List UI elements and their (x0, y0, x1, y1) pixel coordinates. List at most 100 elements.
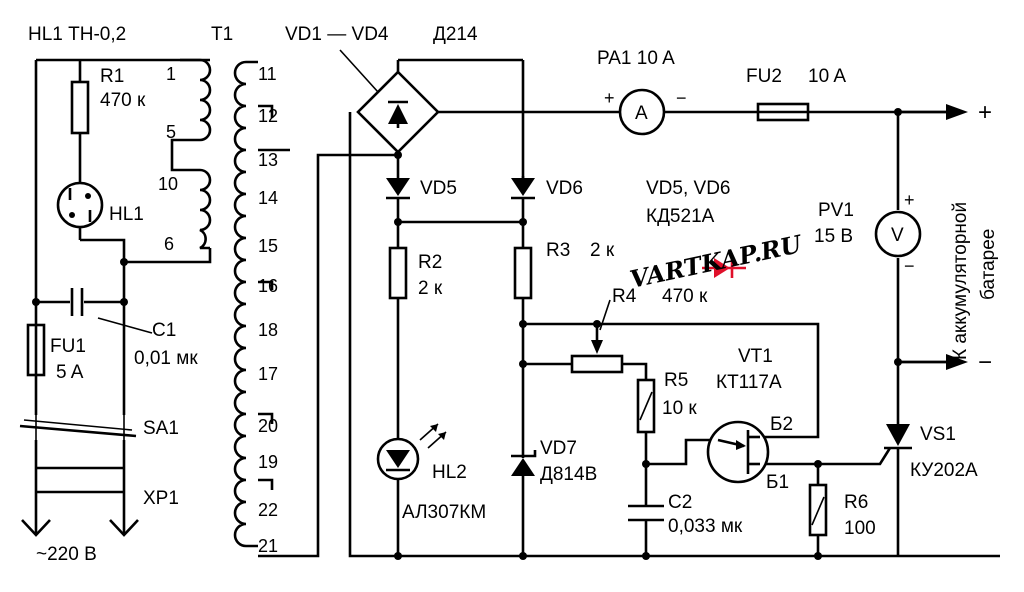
watermark-diode-icon (702, 258, 746, 278)
pv1-minus-sign: − (904, 256, 915, 276)
primary-pin-6: 6 (164, 234, 174, 254)
fu1-fuse (26, 323, 46, 377)
vt1-label: VT1 (738, 346, 773, 367)
r5-label: R5 (664, 370, 688, 391)
minus-terminal-label: − (978, 349, 992, 376)
r2-resistor (388, 246, 408, 300)
secondary-pin-19: 19 (258, 452, 278, 472)
hl1-label: HL1 (109, 204, 144, 225)
pv1-label: PV1 (818, 200, 854, 221)
secondary-pin-12: 12 (258, 106, 278, 126)
sa1-label: SA1 (143, 418, 179, 439)
c2-label: C2 (668, 492, 692, 513)
primary-wiring (34, 58, 212, 525)
hl2-label: HL2 (432, 462, 467, 483)
vd7-label: VD7 (540, 438, 577, 459)
r4-value-label: 470 к (662, 286, 708, 307)
hl1-neon-lamp-icon (56, 181, 104, 229)
battery-label-line2: батарее (978, 229, 999, 300)
sa1-switch (19, 415, 137, 440)
secondary-pin-16: 16 (258, 276, 278, 296)
pa1-label: PA1 10 A (597, 48, 675, 69)
vd6-label: VD6 (546, 178, 583, 199)
secondary-wiring (258, 58, 1000, 558)
vd7-type-label: Д814В (540, 464, 597, 485)
primary-pin-1: 1 (166, 64, 176, 84)
voltmeter-symbol: V (891, 225, 904, 246)
hl2-type-label: АЛ307КМ (402, 502, 486, 523)
b2-label: Б2 (770, 414, 793, 435)
output-arrow-plus-icon (898, 104, 968, 120)
ammeter-symbol: A (635, 103, 648, 124)
secondary-pin-13: 13 (258, 150, 278, 170)
r1-value-label: 470 к (100, 90, 146, 111)
r4-label: R4 (612, 286, 637, 307)
vd1-vd4-label: VD1 — VD4 (285, 24, 389, 45)
secondary-pin-20: 20 (258, 416, 278, 436)
mains-label: ~220 В (36, 544, 97, 565)
r1-resistor (70, 80, 90, 135)
vs1-type-label: КУ202А (910, 460, 978, 481)
vs1-thyristor-icon (884, 420, 912, 450)
vd6-diode-icon (511, 176, 535, 200)
r1-label: R1 (100, 66, 124, 87)
r5-value-label: 10 к (662, 398, 697, 419)
secondary-pin-21: 21 (258, 536, 278, 556)
pv1-plus-sign: + (904, 190, 915, 210)
vd5-diode-icon (386, 175, 410, 200)
vt1-transistor-icon (706, 420, 770, 484)
secondary-pin-22: 22 (258, 500, 278, 520)
junction-c1-right (120, 298, 128, 306)
r2-value-label: 2 к (418, 278, 443, 299)
vd1-vd4-type-label: Д214 (433, 24, 478, 45)
r6-value-label: 100 (844, 518, 876, 539)
primary-pin-10: 10 (158, 174, 178, 194)
vt1-type-label: КТ117А (716, 372, 782, 393)
pv1-value-label: 15 В (814, 226, 853, 247)
pa1-plus-sign: + (604, 88, 615, 108)
t1-primary-winding (170, 58, 212, 250)
battery-label-line1: К аккумуляторной (950, 202, 971, 360)
c1-value-label: 0,01 мк (134, 348, 198, 369)
c1-label: C1 (152, 320, 176, 341)
vd56-header-label: VD5, VD6 (646, 178, 730, 199)
watermark-text: VARTKAP.RU (627, 229, 806, 294)
r6-label: R6 (844, 492, 868, 513)
secondary-pin-18: 18 (258, 320, 278, 340)
primary-pin-5: 5 (166, 122, 176, 142)
c2-capacitor (628, 504, 664, 522)
b1-label: Б1 (766, 472, 789, 493)
r3-label: R3 (546, 240, 570, 261)
fu2-label: FU2 (746, 66, 782, 87)
r3-value-label: 2 к (590, 240, 615, 261)
fu2-value-label: 10 A (808, 66, 846, 87)
r2-label: R2 (418, 252, 442, 273)
vd56-type-label: КД521А (646, 206, 715, 227)
t1-label: T1 (211, 24, 233, 45)
r4-potentiometer (570, 340, 624, 374)
secondary-pin-17: 17 (258, 364, 278, 384)
secondary-pin-11: 11 (258, 64, 277, 84)
plus-terminal-label: + (978, 99, 992, 126)
r3-resistor (513, 246, 533, 300)
fu1-label: FU1 (50, 336, 86, 357)
r4-leader (599, 299, 611, 331)
c1-leader (97, 317, 153, 334)
fu1-value-label: 5 A (56, 362, 84, 383)
junction-c1-left (32, 298, 40, 306)
pv1-voltmeter-icon (874, 210, 922, 258)
pa1-ammeter-icon (618, 88, 666, 136)
pa1-minus-sign: − (676, 88, 687, 108)
secondary-pin-14: 14 (258, 188, 278, 208)
c2-value-label: 0,033 мк (668, 516, 743, 537)
junction-pin6 (120, 258, 128, 266)
hl2-led-icon (376, 423, 447, 481)
vd5-label: VD5 (420, 178, 457, 199)
xp1-label: XP1 (143, 488, 179, 509)
vd-bridge-leader (339, 49, 379, 93)
xp1-plug (21, 466, 139, 537)
t1-secondary-winding (233, 60, 290, 548)
c1-capacitor (70, 288, 84, 316)
